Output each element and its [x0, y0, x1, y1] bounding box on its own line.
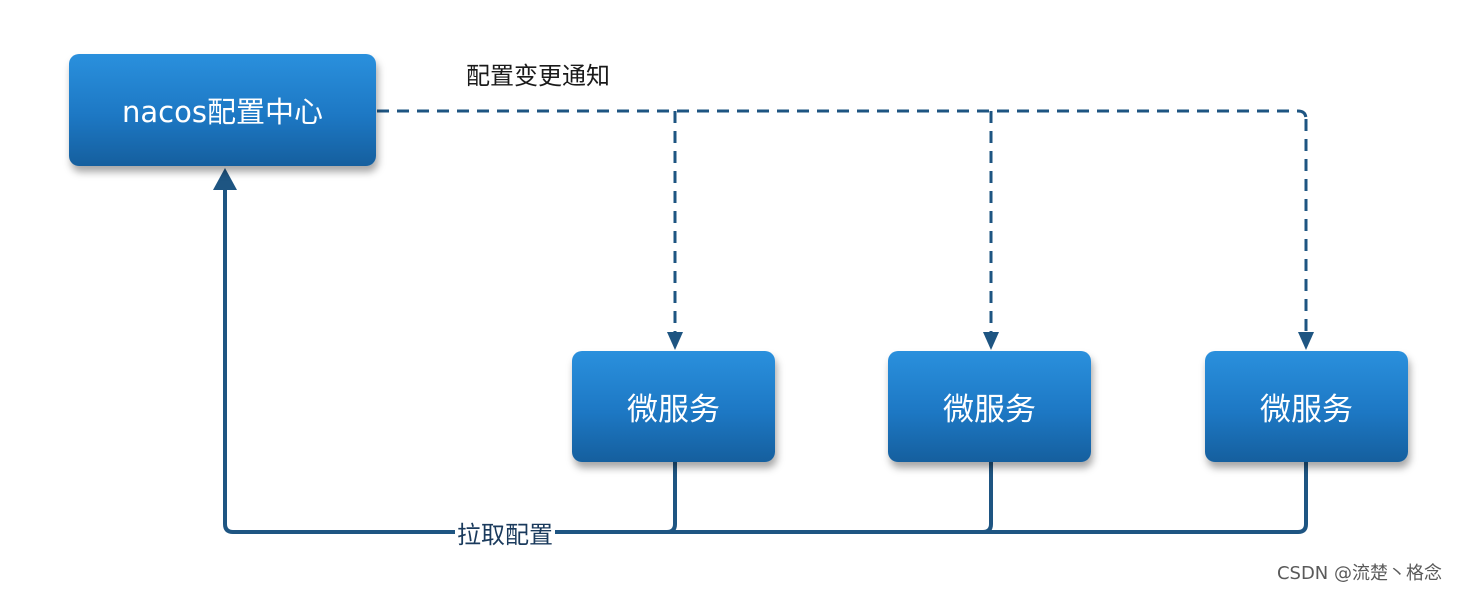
- nacos-config-center-node: nacos配置中心: [69, 54, 376, 166]
- notify-arrowhead-service-3: [1298, 332, 1314, 350]
- microservice-node-3: 微服务: [1205, 351, 1408, 462]
- pull-connector-main: [223, 186, 1308, 534]
- microservice-node-1: 微服务: [572, 351, 775, 462]
- pull-connector-from-service-2: [982, 462, 993, 534]
- pull-config-label: 拉取配置: [455, 515, 555, 550]
- csdn-watermark: CSDN @流楚丶格念: [1276, 563, 1442, 584]
- config-change-notify-label: 配置变更通知: [466, 62, 610, 90]
- notify-arrowhead-service-1: [667, 332, 683, 350]
- nacos-config-center-label: nacos配置中心: [122, 95, 323, 129]
- microservice-label-1: 微服务: [627, 392, 720, 428]
- pull-arrowhead-center: [213, 168, 237, 190]
- microservice-node-2: 微服务: [888, 351, 1091, 462]
- notify-arrowhead-service-2: [983, 332, 999, 350]
- microservice-label-2: 微服务: [943, 392, 1036, 428]
- microservice-label-3: 微服务: [1260, 392, 1353, 428]
- notify-connector-main: [377, 109, 1308, 120]
- pull-connector-from-service-1: [666, 462, 677, 534]
